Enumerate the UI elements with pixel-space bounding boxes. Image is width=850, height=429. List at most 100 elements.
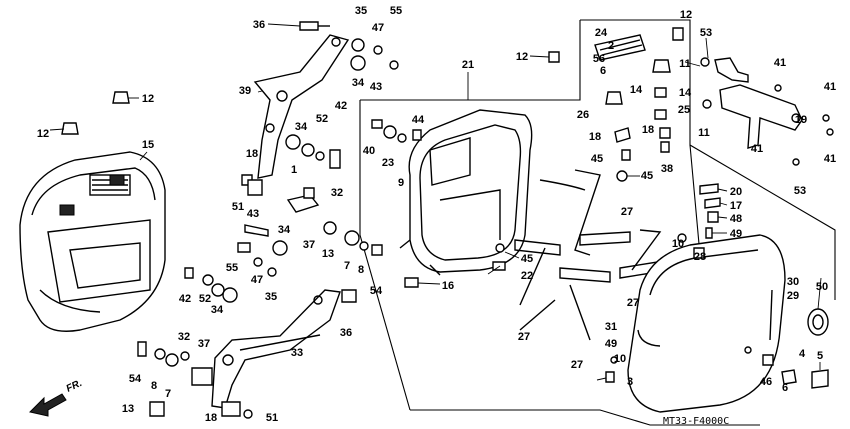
- callout: 36: [340, 327, 352, 339]
- callout: 53: [794, 185, 806, 197]
- callout: 34: [352, 77, 365, 89]
- callout: 36: [253, 19, 265, 31]
- callout: 14: [630, 84, 643, 96]
- callout: 34: [295, 121, 308, 133]
- direction-label: FR.: [65, 378, 84, 395]
- callout: 41: [751, 143, 763, 155]
- callout: 52: [199, 293, 211, 305]
- callout: 41: [824, 153, 836, 165]
- callout: 14: [679, 87, 692, 99]
- callout: 49: [730, 228, 742, 240]
- callout: 45: [521, 253, 533, 265]
- fasteners-center: [371, 27, 684, 288]
- callout: 45: [591, 153, 603, 165]
- callout: 16: [442, 280, 454, 292]
- callout: 27: [627, 297, 639, 309]
- right-bracket: [700, 57, 834, 166]
- inner-case: [399, 109, 533, 276]
- callout: 30: [787, 276, 799, 288]
- callout: 54: [129, 373, 142, 385]
- left-case-clips: [61, 91, 130, 135]
- callout: 52: [316, 113, 328, 125]
- callout: 11: [679, 58, 691, 70]
- callout: 8: [358, 264, 364, 276]
- fasteners-left: [137, 21, 399, 419]
- callout: 27: [621, 206, 633, 218]
- left-saddlebag: [19, 151, 166, 332]
- lower-stay: [211, 289, 341, 409]
- callout-labels: 36 35 47 55 34 43 39 42 52 34 18 1 51 32…: [37, 5, 836, 424]
- callout: 33: [291, 347, 303, 359]
- callout: 18: [589, 131, 601, 143]
- callout: 4: [799, 348, 806, 360]
- callout: 54: [370, 285, 383, 297]
- drawing-code: MT33-F4000C: [663, 416, 729, 427]
- callout: 41: [824, 81, 836, 93]
- callout: 7: [344, 260, 350, 272]
- callout: 13: [322, 248, 334, 260]
- callout: 31: [605, 321, 617, 333]
- callout: 12: [37, 128, 49, 140]
- callout: 56: [593, 53, 605, 65]
- callout: 32: [178, 331, 190, 343]
- callout: 34: [278, 224, 291, 236]
- callout: 29: [787, 290, 799, 302]
- callout: 19: [795, 114, 807, 126]
- callout: 42: [179, 293, 191, 305]
- callout: 38: [661, 163, 673, 175]
- front-direction-arrow: FR.: [29, 378, 84, 417]
- callout: 18: [246, 148, 258, 160]
- callout: 43: [370, 81, 382, 93]
- fasteners-right: [605, 183, 829, 389]
- upper-stay: [253, 34, 350, 179]
- callout: 6: [600, 65, 606, 77]
- callout: 53: [700, 27, 712, 39]
- callout: 44: [412, 114, 425, 126]
- callout: 15: [142, 139, 154, 151]
- callout: 3: [627, 376, 633, 388]
- callout: 43: [247, 208, 259, 220]
- callout: 48: [730, 213, 742, 225]
- callout: 20: [730, 186, 742, 198]
- outer-lid: [627, 234, 786, 413]
- callout: 22: [521, 270, 533, 282]
- callout: 9: [398, 177, 404, 189]
- callout: 1: [291, 164, 297, 176]
- callout: 27: [571, 359, 583, 371]
- callout: 37: [198, 338, 210, 350]
- callout: 49: [605, 338, 617, 350]
- callout: 37: [303, 239, 315, 251]
- callout: 10: [614, 353, 626, 365]
- callout: 27: [518, 331, 530, 343]
- callout: 13: [122, 403, 134, 415]
- callout: 51: [232, 201, 244, 213]
- callout: 18: [205, 412, 217, 424]
- callout: 5: [817, 350, 823, 362]
- callout: 21: [462, 59, 474, 71]
- callout: 2: [608, 40, 614, 52]
- callout: 47: [372, 22, 384, 34]
- cover-pad: [594, 34, 646, 61]
- callout: 18: [642, 124, 654, 136]
- callout: 40: [363, 145, 375, 157]
- callout: 23: [382, 157, 394, 169]
- callout: 28: [694, 251, 706, 263]
- callout: 11: [698, 127, 710, 139]
- leader-lines: [49, 23, 822, 381]
- callout: 6: [782, 382, 788, 394]
- callout: 39: [239, 85, 251, 97]
- callout: 35: [355, 5, 367, 17]
- callout: 45: [641, 170, 653, 182]
- callout: 25: [678, 104, 690, 116]
- assembly-frame: [359, 19, 836, 426]
- callout: 41: [774, 57, 786, 69]
- callout: 12: [680, 9, 692, 21]
- callout: 35: [265, 291, 277, 303]
- callout: 55: [226, 262, 238, 274]
- callout: 32: [331, 187, 343, 199]
- callout: 12: [516, 51, 528, 63]
- callout: 24: [595, 27, 608, 39]
- callout: 8: [151, 380, 157, 392]
- callout: 7: [165, 388, 171, 400]
